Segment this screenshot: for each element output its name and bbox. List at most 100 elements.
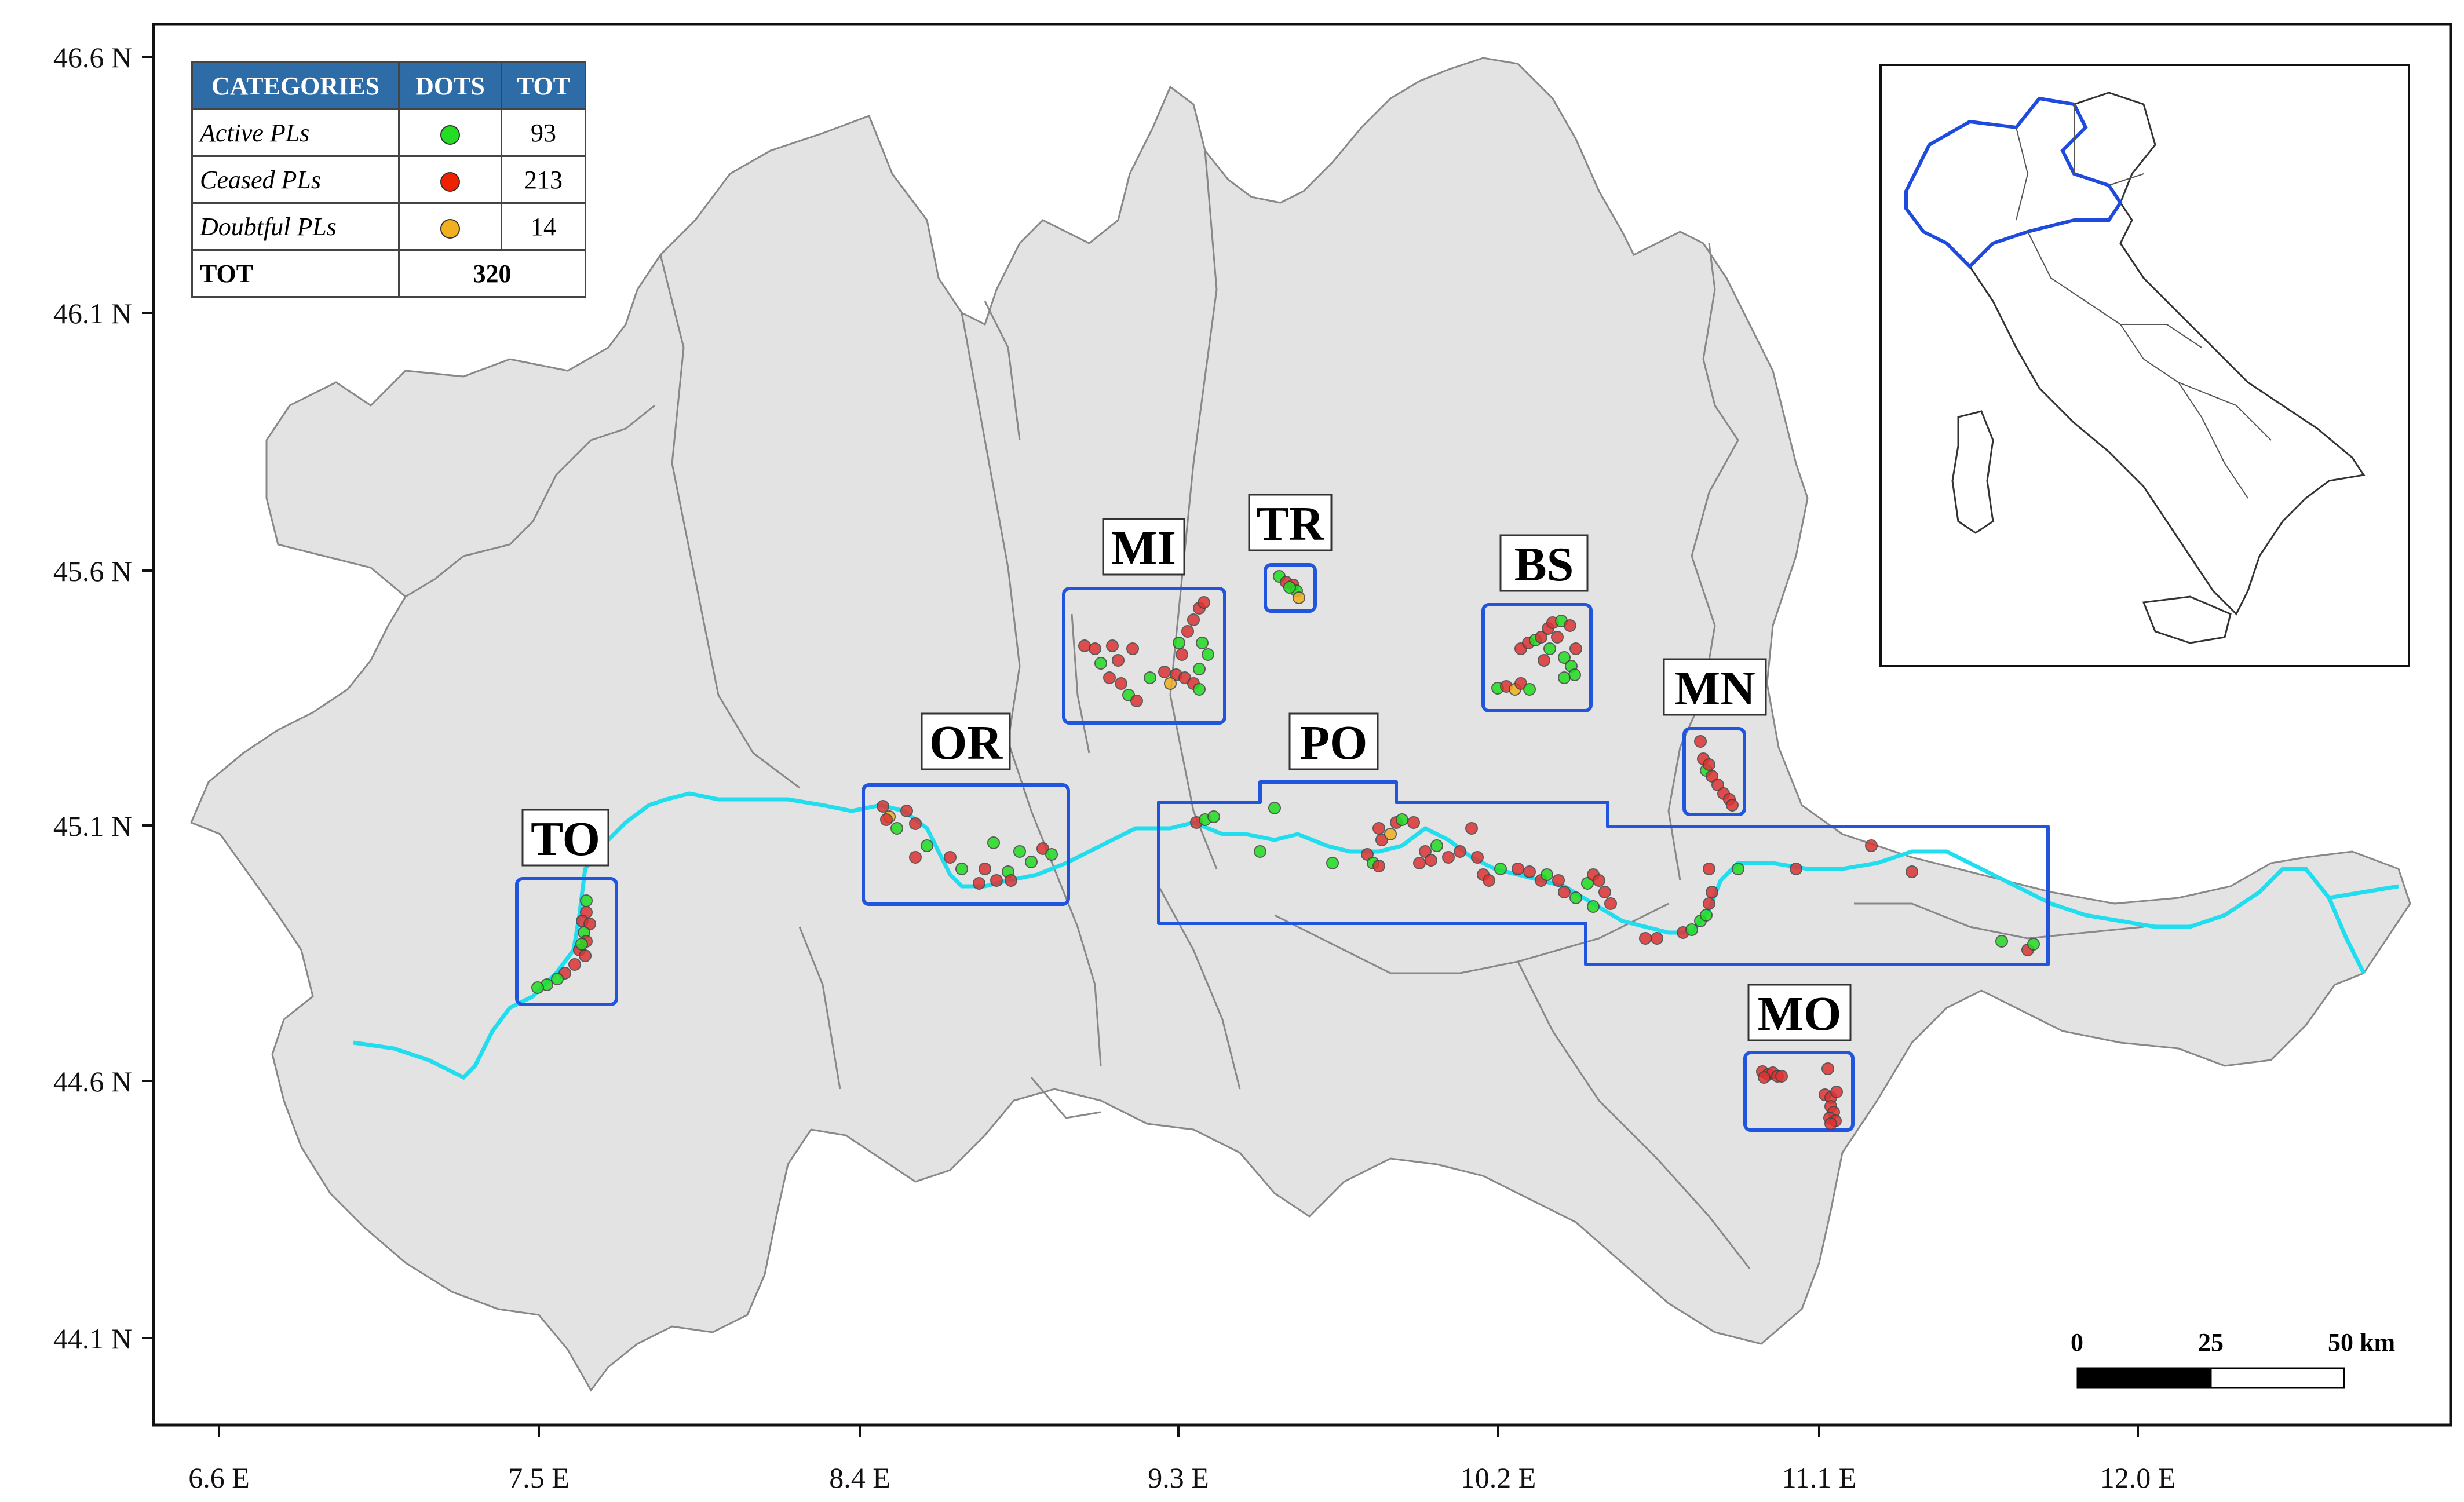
legend-count: 14: [501, 202, 586, 251]
ceased-pl-dot: [1639, 932, 1652, 945]
zone-box-or: [862, 783, 1070, 906]
active-pl-dot: [1173, 637, 1185, 649]
active-pl-dot: [1283, 581, 1296, 594]
active-pl-dot: [1732, 863, 1744, 875]
active-pl-dot: [1396, 813, 1408, 826]
ceased-pl-dot: [1103, 671, 1116, 684]
legend-category: Active PLs: [191, 108, 400, 157]
zone-label-or: OR: [929, 716, 1003, 770]
legend-total-label: TOT: [191, 249, 400, 298]
ceased-pl-dot: [1906, 865, 1918, 878]
ceased-pl-dot: [909, 817, 922, 830]
alpine-area-west: [405, 404, 655, 598]
active-pl-dot: [1196, 637, 1209, 649]
legend-row-total: TOT 320: [191, 249, 586, 298]
red-dot-icon: [440, 172, 460, 192]
ceased-pl-dot: [1651, 932, 1663, 945]
scale-label-25: 25: [2198, 1328, 2224, 1357]
active-pl-dot: [1268, 802, 1281, 814]
ceased-pl-dot: [900, 805, 913, 817]
zone-box-mo: [1743, 1051, 1855, 1132]
active-pl-dot: [921, 839, 933, 852]
active-pl-dot: [2027, 938, 2040, 951]
zone-label-bs: BS: [1514, 538, 1574, 591]
ceased-pl-dot: [1512, 863, 1524, 875]
ceased-pl-dot: [1726, 799, 1739, 812]
active-pl-dot: [1523, 683, 1536, 696]
zone-label-mn: MN: [1674, 662, 1755, 715]
ceased-pl-dot: [1758, 1071, 1771, 1084]
ceased-pl-dot: [1552, 874, 1565, 887]
ceased-pl-dot: [1711, 779, 1724, 791]
ceased-pl-dot: [1372, 860, 1385, 872]
active-pl-dot: [1326, 857, 1339, 869]
ceased-pl-dot: [1187, 613, 1200, 626]
legend-count: 213: [501, 155, 586, 204]
ceased-pl-dot: [1158, 666, 1171, 678]
zone-label-box-to: [521, 809, 609, 867]
ceased-pl-dot: [1130, 695, 1143, 707]
zone-box-tr: [1264, 563, 1317, 613]
active-pl-dot: [1568, 668, 1581, 681]
ceased-pl-dot: [1593, 874, 1605, 887]
active-pl-dot: [1995, 935, 2008, 948]
active-pl-dot: [1045, 848, 1058, 861]
ceased-pl-dot: [1005, 874, 1017, 887]
ceased-pl-dot: [1706, 770, 1718, 783]
ceased-pl-dot: [1538, 654, 1550, 667]
legend-table: CATEGORIES DOTS TOT Active PLs 93 Ceased…: [191, 61, 586, 298]
legend-row-ceased: Ceased PLs 213: [191, 155, 586, 204]
legend-header-dots: DOTS: [398, 61, 502, 110]
zone-label-box-or: [921, 712, 1011, 770]
active-pl-dot: [890, 822, 903, 835]
ceased-pl-dot: [1775, 1070, 1788, 1083]
zone-box-mn: [1682, 727, 1746, 816]
ceased-pl-dot: [1361, 848, 1374, 861]
legend-row-active: Active PLs 93: [191, 108, 586, 157]
ceased-pl-dot: [583, 918, 596, 930]
active-pl-dot: [987, 836, 1000, 849]
legend-category: Doubtful PLs: [191, 202, 400, 251]
active-pl-dot: [1587, 900, 1600, 913]
inset-italy-outline: [1905, 92, 2366, 616]
active-pl-dot: [1558, 671, 1571, 684]
doubtful-pl-dot: [1293, 591, 1305, 604]
ceased-pl-dot: [1558, 886, 1571, 898]
active-pl-dot: [1685, 923, 1698, 936]
ceased-pl-dot: [1703, 758, 1715, 771]
doubtful-pl-dot: [1164, 677, 1177, 690]
legend-header-categories: CATEGORIES: [191, 61, 400, 110]
active-pl-dot: [1543, 642, 1556, 655]
ceased-pl-dot: [1115, 677, 1127, 690]
ceased-pl-dot: [1703, 863, 1715, 875]
active-pl-dot: [551, 973, 564, 985]
ceased-pl-dot: [579, 949, 592, 962]
active-pl-dot: [1013, 845, 1026, 858]
ceased-pl-dot: [1413, 857, 1426, 869]
active-pl-dot: [531, 981, 544, 994]
zone-box-to: [515, 877, 618, 1006]
active-pl-dot: [1558, 651, 1571, 664]
active-pl-dot: [580, 894, 593, 907]
legend-row-doubtful: Doubtful PLs 14: [191, 202, 586, 251]
inset-region-boundaries: [2016, 104, 2272, 499]
active-pl-dot: [1569, 891, 1582, 904]
internal-boundary: [659, 150, 2144, 1269]
zone-label-po: PO: [1300, 716, 1368, 770]
ceased-pl-dot: [1865, 839, 1878, 852]
ceased-pl-dot: [1112, 654, 1125, 667]
x-tick-label: 12.0 E: [2100, 1461, 2176, 1494]
y-tick-label: 44.1 N: [53, 1322, 132, 1355]
ceased-pl-dot: [1523, 865, 1536, 878]
orange-dot-icon: [440, 219, 460, 239]
ceased-pl-dot: [880, 813, 893, 826]
ceased-pl-dot: [1604, 897, 1617, 910]
y-tick-label: 45.6 N: [53, 555, 132, 587]
ceased-pl-dot: [1425, 854, 1437, 867]
active-pl-dot: [1202, 648, 1214, 661]
po-river: [353, 791, 2399, 1080]
ceased-pl-dot: [1178, 671, 1191, 684]
ceased-pl-dot: [1078, 639, 1091, 652]
ceased-pl-dot: [1198, 596, 1210, 609]
